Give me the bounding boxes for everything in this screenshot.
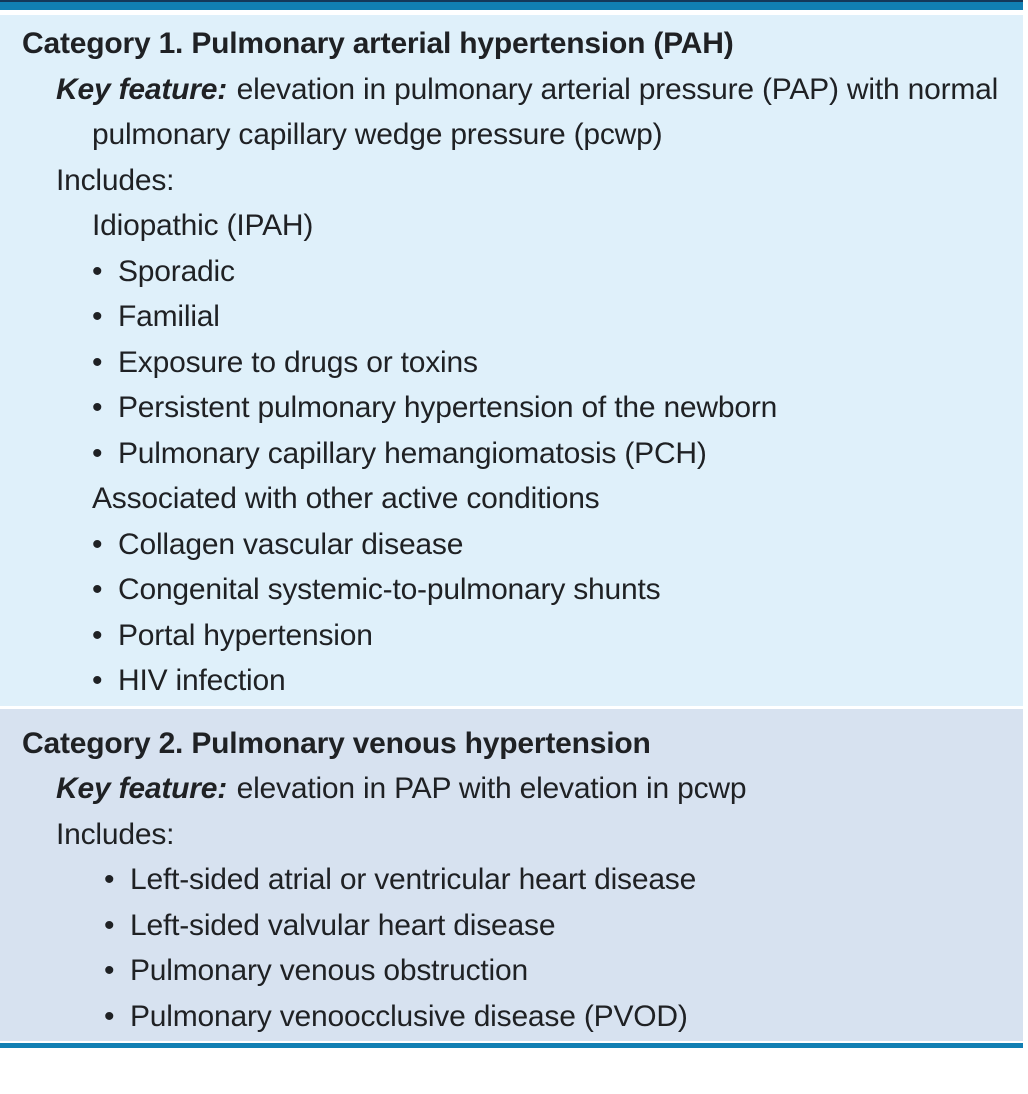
bullet-text: Collagen vascular disease (118, 527, 464, 561)
list-item: • Persistent pulmonary hypertension of th… (0, 385, 1019, 431)
bullet-text: Left-sided atrial or ventricular heart d… (130, 863, 697, 896)
bullet-icon: • (104, 999, 115, 1033)
bullet-text: Persistent pulmonary hypertension of the… (118, 391, 778, 424)
bullet-text: Portal hypertension (118, 618, 373, 652)
category-1-group-1-heading: Idiopathic (IPAH) (92, 209, 314, 242)
list-item: • Familial (0, 294, 1019, 340)
key-feature-text: elevation in pulmonary arterial pressure… (92, 72, 999, 152)
category-1-title: Category 1. Pulmonary arterial hypertens… (22, 27, 734, 60)
list-item: • Congenital systemic-to-pulmonary shunts (0, 567, 1019, 613)
bullet-icon: • (92, 391, 103, 424)
classification-table: Category 1. Pulmonary arterial hypertens… (0, 0, 1023, 1048)
category-1-includes-label: Includes: (56, 163, 175, 197)
category-2-includes-label: Includes: (56, 817, 175, 851)
bullet-text: Left-sided valvular heart disease (130, 908, 556, 942)
bullet-text: Congenital systemic-to-pulmonary shunts (118, 573, 661, 606)
bottom-rule (0, 1043, 1023, 1048)
category-1-key-feature-line: Key feature:elevation in pulmonary arter… (0, 67, 1019, 158)
top-gap (0, 10, 1023, 15)
category-2-title: Category 2. Pulmonary venous hypertensio… (22, 726, 651, 760)
bullet-icon: • (104, 863, 115, 896)
list-item: • Left-sided atrial or ventricular heart … (0, 857, 1019, 903)
key-feature-text: elevation in PAP with elevation in pcwp (236, 772, 747, 805)
bullet-icon: • (92, 345, 103, 379)
bullet-icon: • (92, 618, 103, 652)
key-feature-label: Key feature: (56, 772, 227, 805)
bullet-icon: • (104, 908, 115, 942)
bullet-text: Pulmonary venous obstruction (130, 954, 528, 987)
bullet-icon: • (92, 254, 103, 288)
category-1-section: Category 1. Pulmonary arterial hypertens… (0, 15, 1023, 706)
list-item: • Portal hypertension (0, 613, 1019, 659)
bullet-text: Familial (118, 300, 220, 333)
top-rule (0, 0, 1023, 10)
list-item: • Sporadic (0, 249, 1019, 295)
list-item: • Exposure to drugs or toxins (0, 340, 1019, 386)
bullet-text: Pulmonary venoocclusive disease (PVOD) (130, 999, 688, 1033)
bullet-icon: • (92, 300, 103, 333)
category-2-section: Category 2. Pulmonary venous hypertensio… (0, 708, 1023, 1041)
bullet-text: Exposure to drugs or toxins (118, 345, 478, 379)
list-item: • HIV infection (0, 658, 1019, 704)
bullet-icon: • (92, 573, 103, 606)
bullet-icon: • (104, 954, 115, 987)
list-item: • Left-sided valvular heart disease (0, 903, 1019, 949)
category-2-key-feature-line: Key feature: elevation in PAP with elevat… (0, 766, 1019, 812)
list-item: • Pulmonary venous obstruction (0, 948, 1019, 994)
category-1-group-2-heading: Associated with other active conditions (92, 482, 600, 515)
bullet-icon: • (92, 436, 103, 470)
list-item: • Collagen vascular disease (0, 522, 1019, 568)
key-feature-label: Key feature: (56, 72, 227, 106)
bullet-text: Sporadic (118, 254, 235, 288)
bullet-text: HIV infection (118, 664, 286, 697)
list-item: • Pulmonary venoocclusive disease (PVOD) (0, 994, 1019, 1040)
bullet-icon: • (92, 527, 103, 561)
bullet-icon: • (92, 664, 103, 697)
bullet-text: Pulmonary capillary hemangiomatosis (PCH… (118, 436, 707, 470)
list-item: • Pulmonary capillary hemangiomatosis (PC… (0, 431, 1019, 477)
